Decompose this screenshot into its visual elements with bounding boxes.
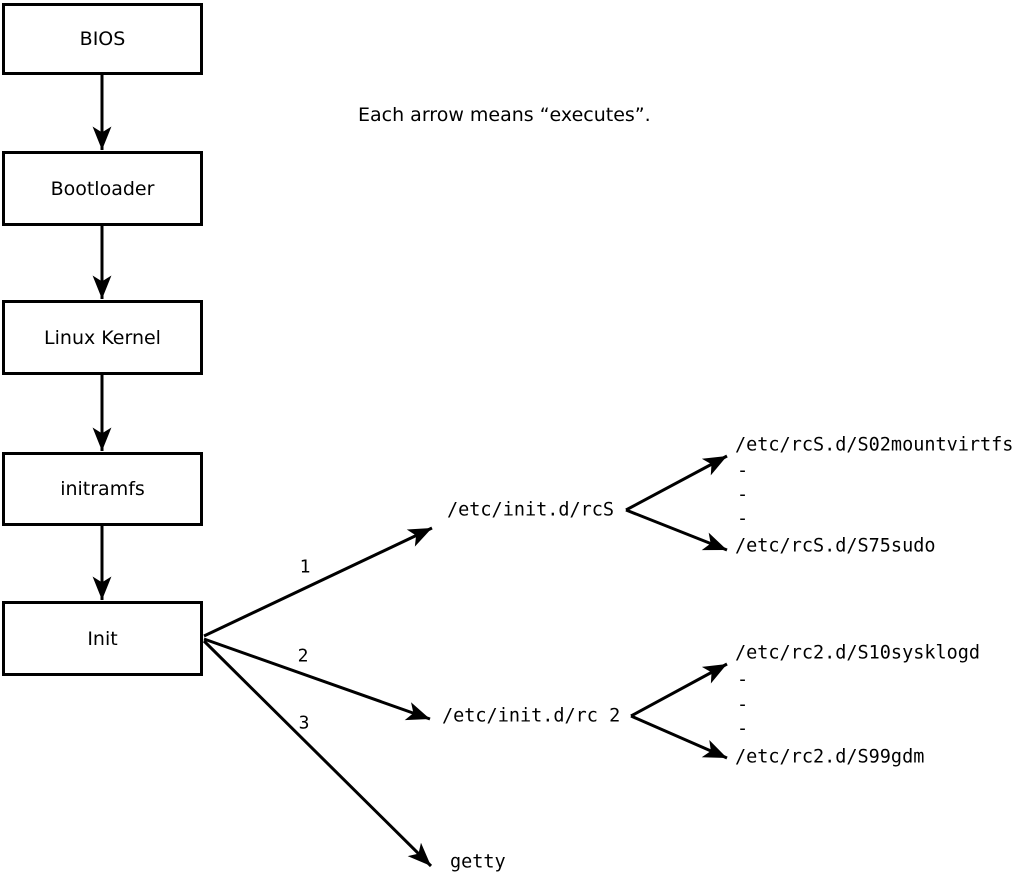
node-linux-kernel: Linux Kernel	[2, 300, 203, 375]
arrow-rc2-to-S99gdm	[630, 714, 728, 760]
node-linux-kernel-label: Linux Kernel	[44, 326, 161, 349]
label-rc2-d-S99gdm: /etc/rc2.d/S99gdm	[735, 746, 925, 768]
diagram-caption: Each arrow means “executes”.	[358, 104, 651, 126]
node-init: Init	[2, 601, 203, 676]
label-getty: getty	[450, 851, 506, 873]
rcS-ellipsis-dash-2: -	[737, 484, 749, 506]
rc2-ellipsis-dash-3: -	[737, 718, 749, 740]
rcS-ellipsis-dash-1: -	[737, 460, 749, 482]
label-rcS-d-S02mountvirtfs: /etc/rcS.d/S02mountvirtfs	[735, 434, 1014, 456]
arrow-init-to-rcS	[203, 526, 433, 638]
arrow-rc2-to-S10sysklogd	[630, 662, 728, 718]
label-etc-init-d-rc2: /etc/init.d/rc 2	[442, 705, 621, 727]
node-bootloader: Bootloader	[2, 151, 203, 226]
node-bios: BIOS	[2, 3, 203, 75]
node-init-label: Init	[87, 627, 118, 650]
label-rc2-d-S10sysklogd: /etc/rc2.d/S10sysklogd	[735, 642, 981, 664]
node-bios-label: BIOS	[79, 28, 126, 50]
arrow-rcS-to-S75sudo	[625, 508, 728, 552]
rc2-ellipsis-dash-1: -	[737, 669, 749, 691]
branch-number-3: 3	[298, 712, 310, 734]
rc2-ellipsis-dash-2: -	[737, 694, 749, 716]
arrow-init-to-getty	[202, 639, 433, 868]
arrow-init-to-rc2	[203, 637, 431, 721]
node-initramfs: initramfs	[2, 452, 203, 526]
label-rcS-d-S75sudo: /etc/rcS.d/S75sudo	[735, 535, 936, 557]
rcS-ellipsis-dash-3: -	[737, 508, 749, 530]
node-bootloader-label: Bootloader	[50, 177, 155, 200]
branch-number-1: 1	[299, 556, 311, 578]
branch-number-2: 2	[297, 645, 309, 667]
node-initramfs-label: initramfs	[60, 478, 145, 500]
arrow-rcS-to-S02mountvirtfs	[625, 454, 728, 512]
label-etc-init-d-rcS: /etc/init.d/rcS	[447, 499, 615, 521]
